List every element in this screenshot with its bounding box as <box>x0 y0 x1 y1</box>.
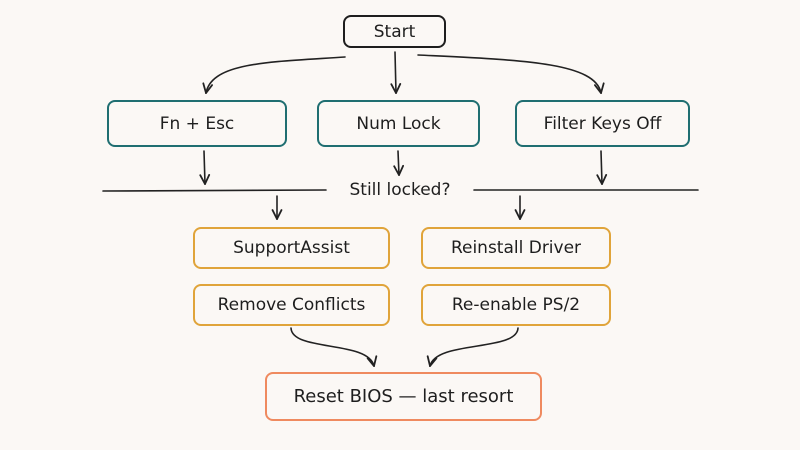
step-reenable-ps2: Re-enable PS/2 <box>421 284 611 326</box>
step-reinstall-driver: Reinstall Driver <box>421 227 611 269</box>
step-fn-esc: Fn + Esc <box>107 100 287 147</box>
step-num-lock: Num Lock <box>317 100 480 147</box>
arrow-start-to-filter-keys <box>417 54 601 93</box>
arrow-filter-keys-down <box>601 150 602 184</box>
step-reset-bios: Reset BIOS — last resort <box>265 372 542 421</box>
step-filter-keys-off: Filter Keys Off <box>515 100 690 147</box>
step-supportassist: SupportAssist <box>193 227 390 269</box>
arrow-num-lock-down <box>398 150 399 175</box>
step-remove-conflicts: Remove Conflicts <box>193 284 390 326</box>
arrow-remove-conflicts-to-reset <box>290 327 374 366</box>
arrow-reenable-ps2-to-reset <box>430 327 519 366</box>
arrow-start-to-fn-esc <box>206 56 346 93</box>
divider-line-left <box>102 189 327 192</box>
arrow-fn-esc-down <box>204 150 205 184</box>
arrow-start-to-num-lock <box>395 51 396 93</box>
start-node: Start <box>343 15 446 48</box>
decision-label: Still locked? <box>328 179 472 201</box>
